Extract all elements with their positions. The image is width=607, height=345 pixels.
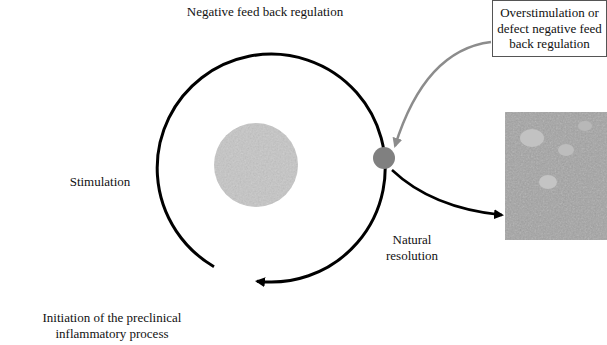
annotation-label: Initiation of the preclinical inflammato… [7, 310, 217, 341]
annotation-label: Natural resolution [377, 232, 447, 263]
cycle-arc [157, 54, 385, 282]
annotation-label: Negative feed back regulation [187, 4, 343, 20]
branch-dot [373, 147, 395, 169]
lesion-image [505, 112, 607, 240]
condition-box: Overstimulation or defect negative feed … [492, 0, 607, 57]
exit-arrow [392, 170, 502, 215]
annotation-label: Stimulation [70, 174, 131, 190]
grey-arrow [395, 42, 491, 146]
box-text: Overstimulation or defect negative feed … [496, 5, 603, 52]
tissue-disc [214, 123, 298, 207]
